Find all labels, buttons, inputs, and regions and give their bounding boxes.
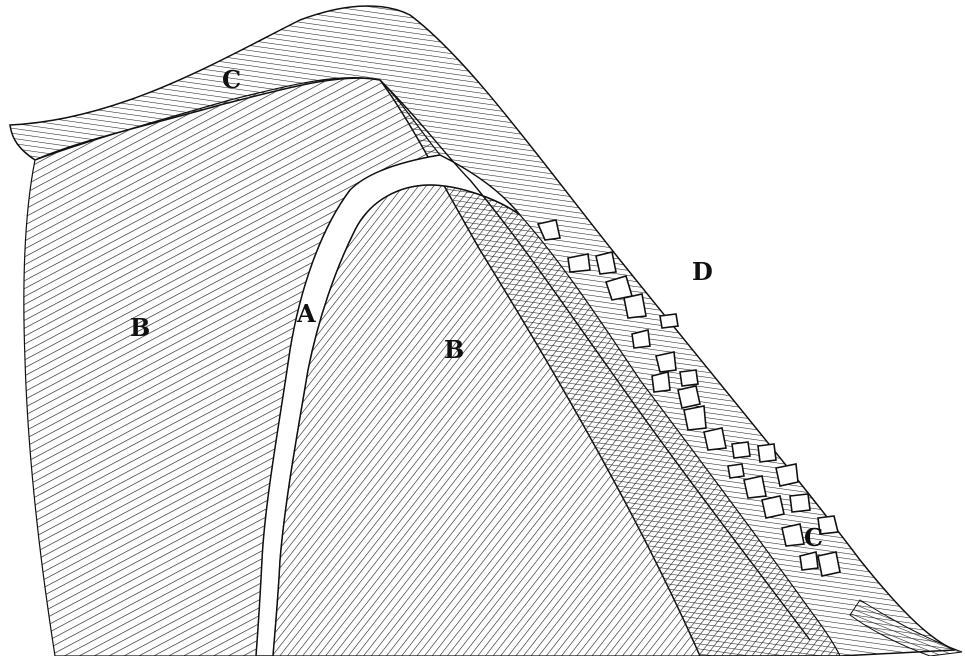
label-b-left: B <box>130 313 150 342</box>
label-d-band: D <box>692 257 713 286</box>
boulder <box>744 476 766 498</box>
boulder <box>652 372 670 392</box>
boulder <box>632 330 650 348</box>
boulder <box>660 314 678 328</box>
boulder <box>800 552 818 570</box>
boulder <box>790 494 810 512</box>
boulder <box>684 406 706 430</box>
boulder <box>776 464 798 486</box>
label-c-bottom: C <box>804 523 823 552</box>
boulder <box>568 254 590 272</box>
boulder <box>732 442 750 458</box>
label-b-right: B <box>444 335 464 364</box>
boulder <box>758 444 776 462</box>
label-c-top: C <box>222 65 241 94</box>
boulder <box>762 496 784 518</box>
boulder <box>704 428 726 450</box>
boulder <box>782 524 804 546</box>
boulder <box>728 464 744 478</box>
boulder <box>656 352 676 372</box>
boulder <box>818 552 840 576</box>
boulder <box>680 370 698 386</box>
boulder <box>624 294 646 318</box>
boulder <box>596 252 616 274</box>
boulder <box>678 386 700 408</box>
label-a-channel: A <box>296 299 316 328</box>
